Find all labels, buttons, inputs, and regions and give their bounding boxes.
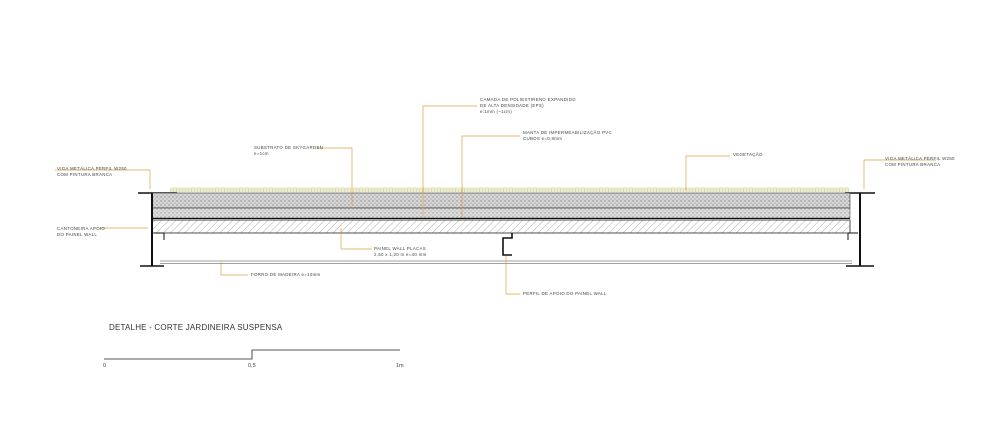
label-beam-right-line1: VIGA METÁLICA PERFIL W250 [885, 156, 955, 161]
label-substrate-line2: e=1cm [254, 151, 269, 156]
scale-label-mid: 0,5 [248, 363, 256, 369]
label-beam-left: VIGA METÁLICA PERFIL W250 COM PINTURA BR… [57, 166, 127, 178]
substrate-layer [151, 192, 851, 209]
label-vegetation: VEGETAÇÃO [733, 152, 763, 158]
vegetation-layer [170, 187, 849, 193]
label-eps: CAMADA DE POLIESTIRENO EXPANDIDO DE ALTA… [480, 97, 576, 115]
label-pvc-line2: CUBOS e=0,8mm [523, 136, 563, 141]
label-support-angle: CANTONEIRA APOIO DO PAINEL WALL [57, 226, 105, 238]
label-wall-panel-line1: PAINEL WALL PLACAS [374, 246, 426, 251]
label-beam-right-line2: COM PINTURA BRANCA [885, 162, 941, 167]
label-wood-ceiling: FORRO DE MADEIRA e=10mm [251, 272, 320, 278]
label-eps-line3: e:1mm (~1cm) [480, 109, 513, 114]
label-support-profile-text: PERFIL DE APOIO DO PAINEL WALL [523, 291, 607, 296]
label-vegetation-text: VEGETAÇÃO [733, 152, 763, 157]
label-support-angle-line2: DO PAINEL WALL [57, 232, 98, 237]
leader-lines [55, 105, 936, 295]
scale-label-end: 1m [396, 363, 404, 369]
label-eps-line1: CAMADA DE POLIESTIRENO EXPANDIDO [480, 97, 576, 102]
label-beam-left-line2: COM PINTURA BRANCA [57, 172, 113, 177]
drawing-title: DETALHE - CORTE JARDINEIRA SUSPENSA [109, 323, 283, 332]
label-eps-line2: DE ALTA DENSIDADE (EPS) [480, 103, 544, 108]
label-wall-panel-line2: 2,50 x 1,20 m e=40 mm [374, 252, 427, 257]
eps-layer [151, 207, 851, 219]
scale-bar [104, 349, 400, 360]
left-beam [140, 193, 165, 267]
scale-label-0: 0 [103, 363, 107, 369]
label-wood-ceiling-text: FORRO DE MADEIRA e=10mm [251, 272, 321, 277]
label-substrate-line1: SUBSTRATO DE SKYGARDEN [254, 145, 324, 150]
label-pvc: MANTA DE IMPERMEABILIZAÇÃO PVC CUBOS e=0… [523, 130, 612, 142]
right-beam [846, 193, 874, 267]
label-support-profile: PERFIL DE APOIO DO PAINEL WALL [523, 291, 607, 297]
label-wall-panel: PAINEL WALL PLACAS 2,50 x 1,20 m e=40 mm [374, 246, 427, 258]
label-substrate: SUBSTRATO DE SKYGARDEN e=1cm [254, 145, 323, 157]
label-support-angle-line1: CANTONEIRA APOIO [57, 226, 106, 231]
wall-panel [151, 219, 851, 234]
label-beam-left-line1: VIGA METÁLICA PERFIL W250 [57, 166, 127, 171]
label-beam-right: VIGA METÁLICA PERFIL W250 COM PINTURA BR… [885, 156, 955, 168]
c-profile [502, 233, 513, 256]
label-pvc-line1: MANTA DE IMPERMEABILIZAÇÃO PVC [523, 130, 612, 135]
